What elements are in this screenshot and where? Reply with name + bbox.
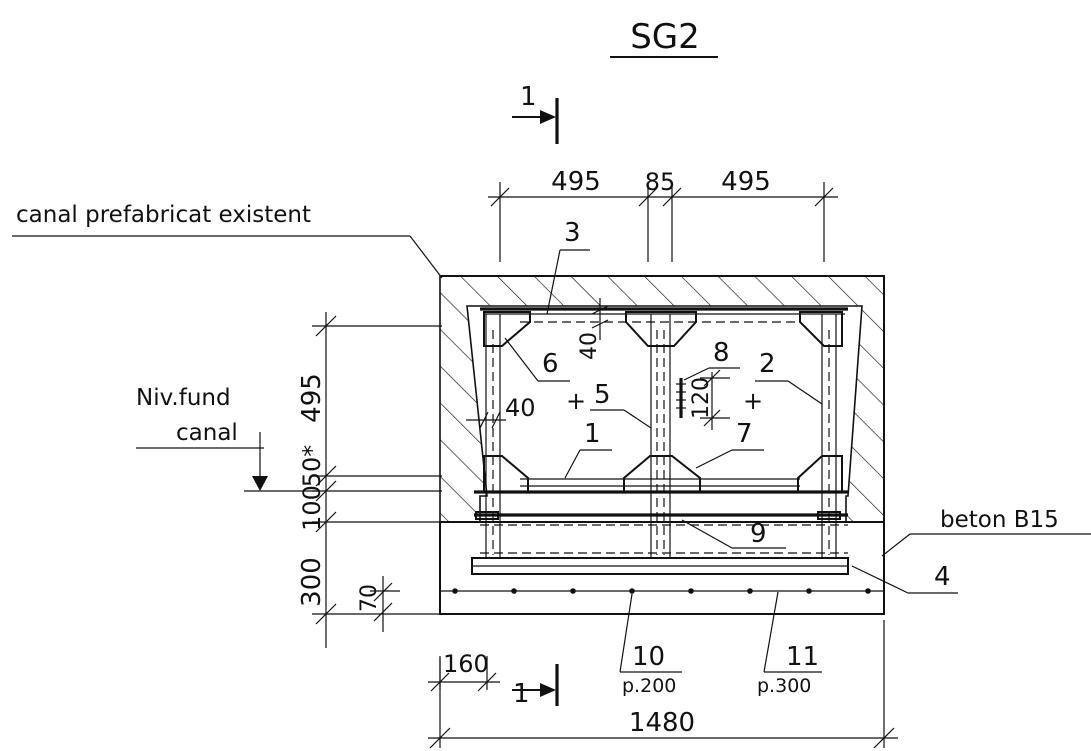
position-marker-3: 3 [546, 218, 590, 315]
svg-text:2: 2 [759, 349, 776, 379]
svg-text:Niv.fund: Niv.fund [136, 385, 231, 411]
top-dimension-chain: 495 85 495 [488, 167, 838, 262]
dim-overall-width: 1480 [428, 620, 898, 749]
dim-left-gap: 50* [298, 445, 326, 488]
svg-text:40: 40 [577, 332, 602, 360]
section-mark-top: 1 [512, 82, 559, 144]
spacing-p11: p.300 [757, 675, 811, 697]
svg-text:1480: 1480 [629, 708, 695, 738]
svg-text:1: 1 [584, 419, 601, 449]
section-mark-bottom: 1 [512, 664, 559, 709]
svg-text:1: 1 [513, 679, 530, 709]
svg-text:6: 6 [542, 349, 559, 379]
dim-top-right: 495 [721, 167, 771, 197]
position-marker-5: 5 + [566, 380, 652, 429]
svg-text:1: 1 [520, 82, 537, 112]
position-marker-9: 9 [681, 519, 786, 549]
concrete-block [439, 521, 885, 615]
left-dimension-chain: 495 50* 100 300 [297, 312, 442, 648]
spacing-p10: p.200 [622, 675, 676, 697]
dim-inner-40-top: 40 [577, 298, 609, 360]
svg-text:70: 70 [357, 584, 382, 612]
position-marker-6: 6 [504, 337, 570, 382]
svg-text:3: 3 [564, 218, 581, 248]
dim-bottom-160: 160 [428, 650, 500, 692]
position-marker-11: 11 p.300 [757, 591, 822, 697]
dim-top-left: 495 [551, 167, 601, 197]
gusset-plates [475, 311, 843, 520]
svg-text:9: 9 [750, 519, 767, 549]
svg-text:5: 5 [594, 380, 611, 410]
steel-frame [474, 307, 848, 558]
label-concrete-b15: beton B15 [881, 507, 1091, 557]
position-marker-1: 1 [564, 419, 612, 479]
dim-left-height: 495 [297, 373, 327, 423]
label-existing-channel: canal prefabricat existent [12, 202, 443, 279]
svg-text:8: 8 [713, 338, 730, 368]
position-marker-2: 2 + [743, 349, 823, 415]
position-marker-4: 4 [851, 562, 958, 594]
svg-text:7: 7 [736, 419, 753, 449]
svg-text:40: 40 [505, 394, 536, 422]
dim-inner-120: 120 [689, 369, 730, 430]
label-channel-bottom: Niv.fund canal [136, 385, 320, 492]
position-marker-7: 7 [695, 419, 764, 469]
dim-inner-40-left: 40 [466, 394, 536, 429]
svg-text:+: + [566, 387, 586, 415]
svg-text:10: 10 [632, 642, 665, 672]
svg-text:+: + [743, 387, 763, 415]
dim-top-mid: 85 [645, 168, 676, 196]
dim-left-300: 300 [297, 557, 327, 607]
svg-text:160: 160 [443, 650, 489, 678]
svg-text:120: 120 [689, 377, 714, 419]
svg-text:beton B15: beton B15 [940, 507, 1059, 533]
svg-text:canal: canal [176, 420, 238, 446]
rebar-dots [452, 588, 871, 594]
svg-text:11: 11 [786, 642, 819, 672]
svg-text:4: 4 [934, 562, 951, 592]
svg-text:canal prefabricat existent: canal prefabricat existent [16, 202, 311, 228]
drawing-title: SG2 [630, 17, 700, 57]
dim-left-70: 70 [357, 576, 400, 632]
position-marker-8: 8 [683, 338, 740, 381]
dim-left-100: 100 [298, 485, 326, 531]
position-marker-10: 10 p.200 [619, 593, 682, 697]
